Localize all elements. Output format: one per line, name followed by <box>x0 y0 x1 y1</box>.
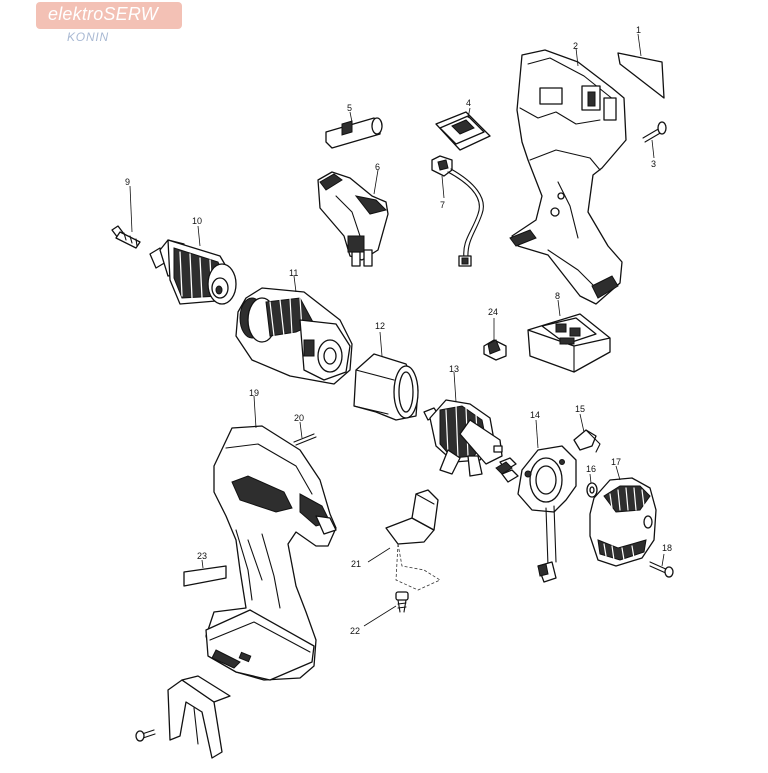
callout-1: 1 <box>636 25 641 35</box>
part-6-switch: 6 <box>317 162 389 267</box>
callout-20: 20 <box>294 413 304 423</box>
part-24-clip: 24 <box>483 307 507 361</box>
part-19-housing-set: 19 <box>205 388 337 681</box>
callout-3: 3 <box>651 159 656 169</box>
callout-6: 6 <box>375 162 380 172</box>
callout-10: 10 <box>192 216 202 226</box>
part-15-spring-clip: 15 <box>573 404 601 453</box>
part-7-led-wire: 7 <box>431 155 484 267</box>
part-1-label-plate: 1 <box>617 25 665 99</box>
callout-2: 2 <box>573 41 578 51</box>
callout-18: 18 <box>662 543 672 553</box>
callout-12: 12 <box>375 321 385 331</box>
callout-15: 15 <box>575 404 585 414</box>
part-5-lever: 5 <box>325 103 383 149</box>
watermark-brand: elektroSERW <box>48 4 158 24</box>
part-4-switch-cover: 4 <box>435 98 491 151</box>
part-10-chuck: 10 <box>149 216 237 305</box>
callout-21: 21 <box>351 559 361 569</box>
callout-19: 19 <box>249 388 259 398</box>
part-8-terminal: 8 <box>527 291 611 373</box>
callout-23: 23 <box>197 551 207 561</box>
part-23-name-plate: 23 <box>183 551 227 587</box>
part-2-housing: 2 <box>509 41 627 305</box>
watermark-badge <box>36 2 182 29</box>
callout-16: 16 <box>586 464 596 474</box>
part-12-magnet-sleeve: 12 <box>353 321 419 421</box>
callout-11: 11 <box>289 268 298 278</box>
callout-9: 9 <box>125 177 130 187</box>
callout-4: 4 <box>466 98 471 108</box>
callout-13: 13 <box>449 364 459 374</box>
part-3-screw: 3 <box>642 121 667 169</box>
part-9-screw: 9 <box>111 177 141 249</box>
callout-17: 17 <box>611 457 621 467</box>
callout-8: 8 <box>555 291 560 301</box>
part-13-rotor: 13 <box>423 364 519 483</box>
part-16-bushing: 16 <box>586 464 598 498</box>
watermark-location: KONIN <box>67 30 110 44</box>
callout-7: 7 <box>440 200 445 210</box>
callout-5: 5 <box>347 103 352 113</box>
callout-24: 24 <box>488 307 498 317</box>
part-17-rear-cover: 17 <box>589 457 657 567</box>
callout-14: 14 <box>530 410 540 420</box>
part-20-pin: 20 <box>293 413 317 446</box>
part-14-baffle: 14 <box>517 410 577 583</box>
part-21-sheet-spring: 21 <box>351 489 441 591</box>
part-22-screw: 22 <box>350 591 409 636</box>
callout-22: 22 <box>350 626 360 636</box>
part-11-gear-assembly: 11 <box>235 268 353 385</box>
belt-hook <box>135 675 231 759</box>
part-18-screw: 18 <box>649 543 674 578</box>
